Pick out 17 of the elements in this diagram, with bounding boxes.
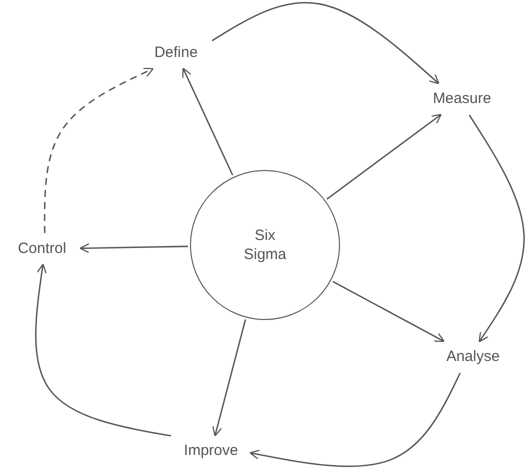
- arrow: [212, 319, 246, 436]
- arrow: [326, 114, 442, 200]
- phase-label: Control: [18, 239, 66, 259]
- hub-circle: [190, 170, 340, 320]
- arrow: [35, 264, 172, 437]
- arrow: [250, 372, 461, 468]
- hub-label: Six Sigma: [242, 226, 288, 264]
- phase-label: Measure: [432, 89, 492, 109]
- arrow: [44, 68, 154, 233]
- arrow: [468, 114, 525, 342]
- arrow: [332, 280, 445, 342]
- phase-label: Improve: [184, 441, 238, 461]
- arrow: [182, 68, 234, 176]
- phase-label: Define: [154, 43, 198, 63]
- arrow: [212, 2, 440, 84]
- arrow: [80, 243, 188, 254]
- phase-label: Analyse: [446, 347, 500, 367]
